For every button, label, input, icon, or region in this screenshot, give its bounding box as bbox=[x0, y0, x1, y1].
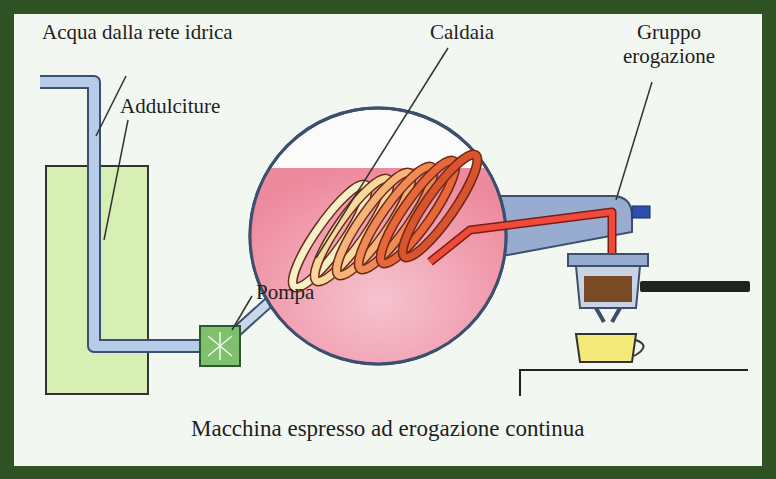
water-pipe bbox=[40, 82, 202, 346]
water-pipe-outline bbox=[40, 82, 202, 346]
coffee-grounds bbox=[584, 276, 632, 302]
pump bbox=[200, 326, 240, 366]
leader-lines bbox=[96, 48, 652, 330]
part-label: Caldaia bbox=[430, 20, 550, 44]
caption: Macchina espresso ad erogazione continua bbox=[191, 416, 584, 442]
heat-exchanger-coil bbox=[283, 147, 487, 295]
group-head bbox=[568, 254, 648, 266]
spout bbox=[596, 308, 620, 322]
part-label: Gruppo erogazione bbox=[594, 20, 744, 68]
valve-knob bbox=[632, 206, 650, 218]
cup bbox=[576, 334, 636, 362]
part-label: Pompa bbox=[256, 280, 346, 304]
portafilter-handle bbox=[640, 281, 750, 292]
part-label: Acqua dalla rete idrica bbox=[42, 20, 242, 44]
cup-shelf bbox=[520, 370, 748, 396]
part-label: Addulciture bbox=[120, 94, 260, 118]
portafilter bbox=[576, 266, 640, 308]
